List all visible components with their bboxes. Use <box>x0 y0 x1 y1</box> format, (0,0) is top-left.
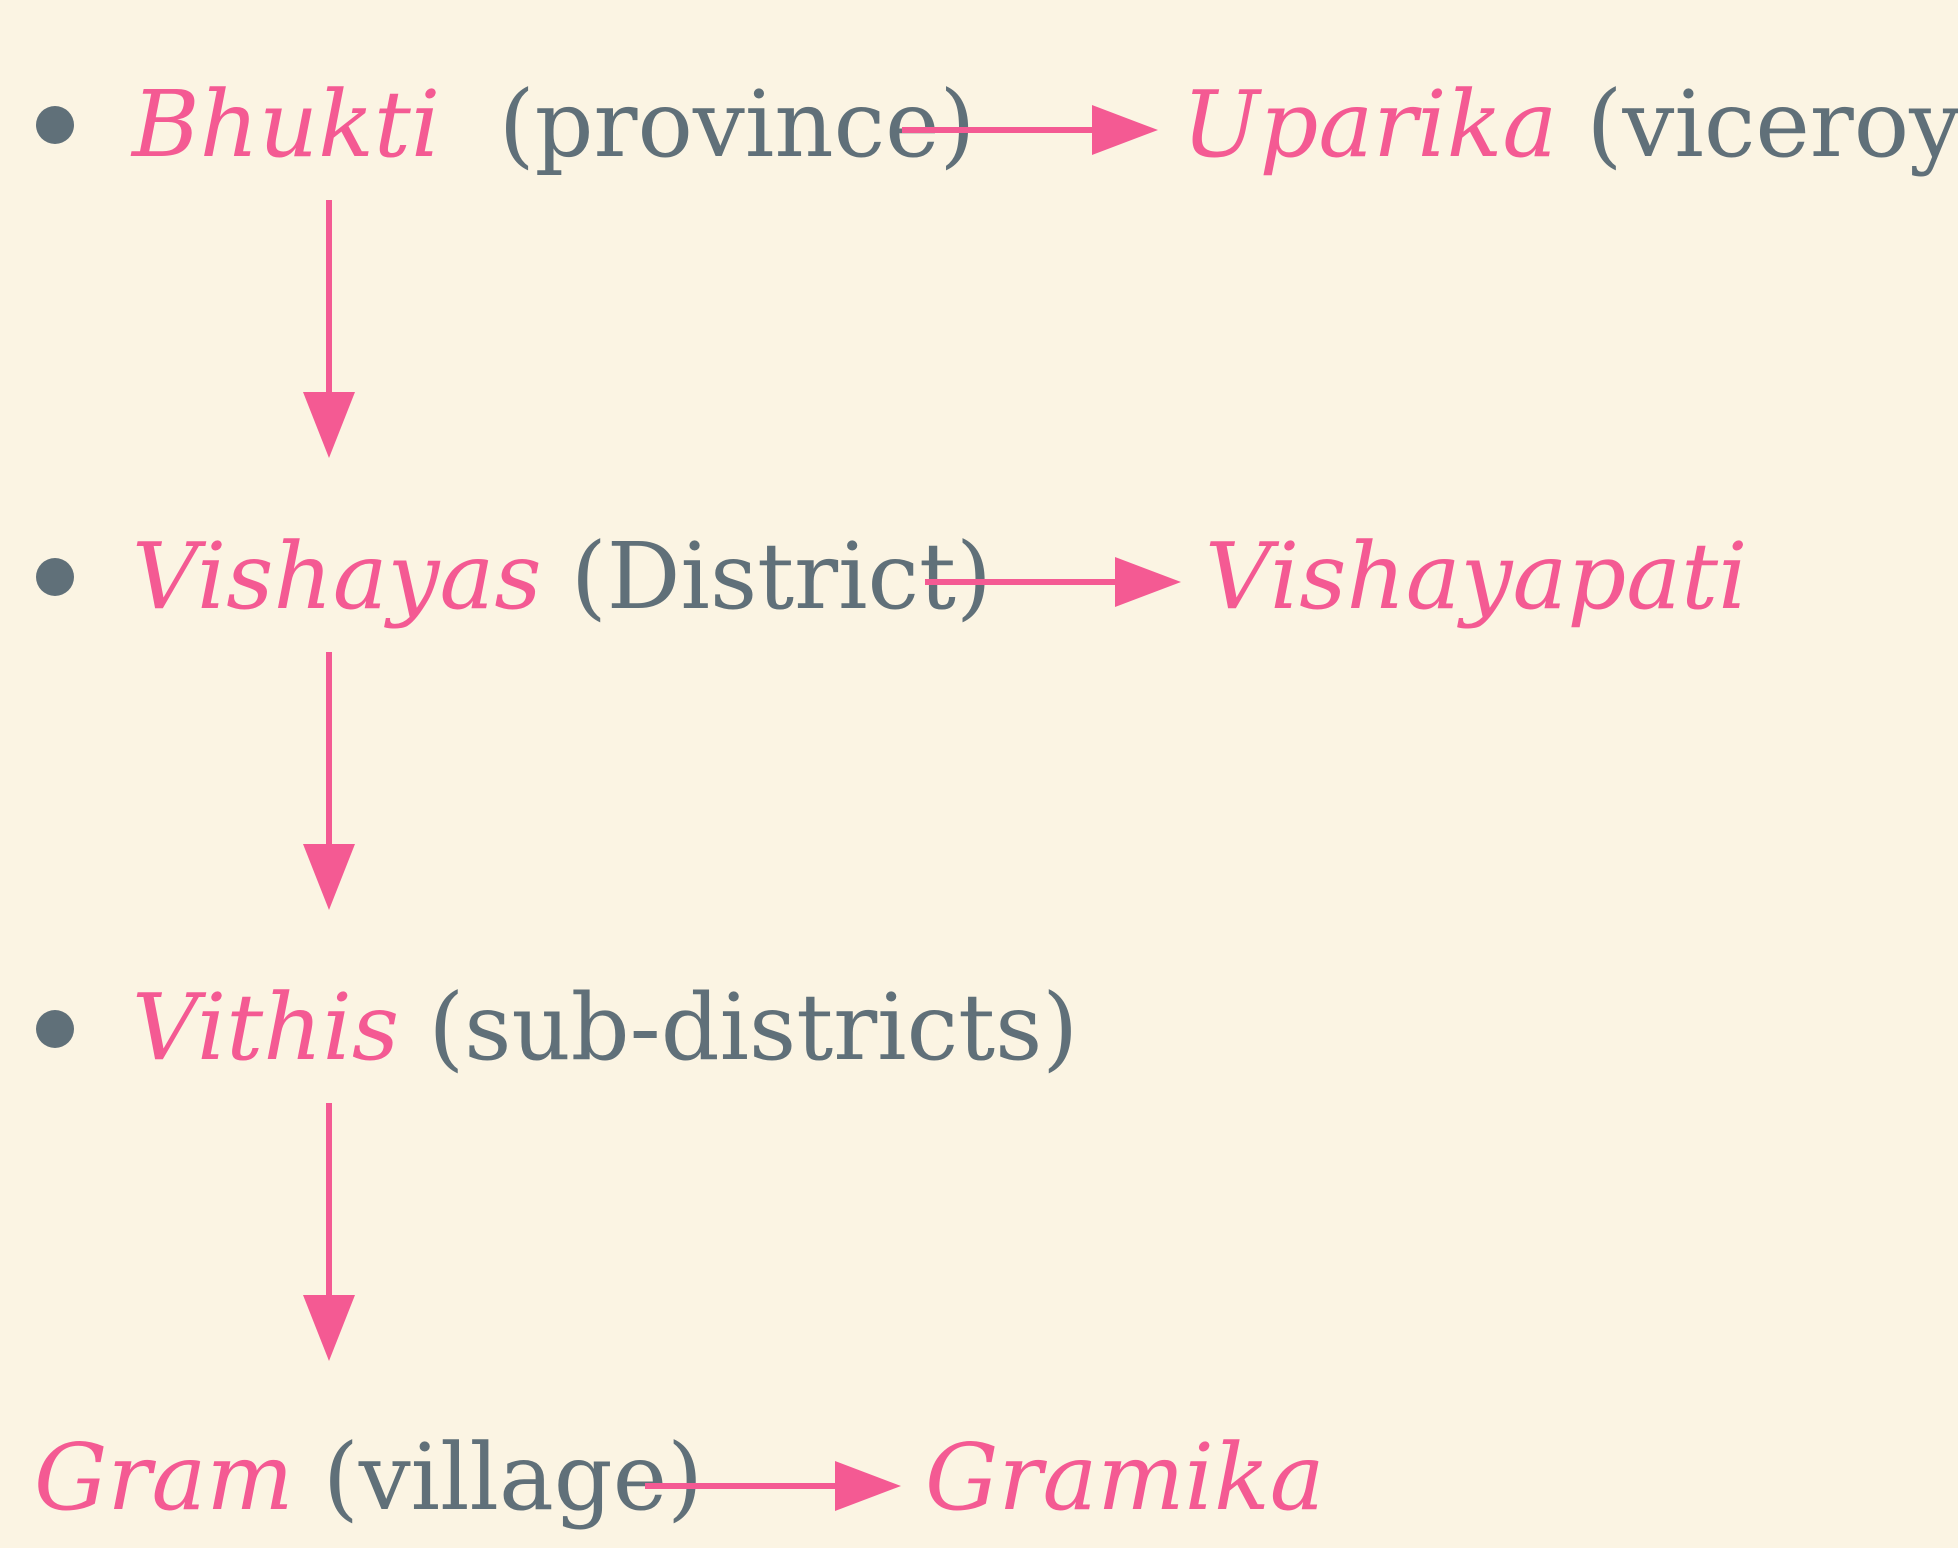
level-gloss: (village) <box>322 1424 704 1531</box>
level-term: Vishayas <box>132 523 542 630</box>
level-gloss: (province) <box>498 71 976 178</box>
right-arrow-icon <box>902 105 1158 155</box>
official-row-gramika: Gramika <box>925 1408 1325 1548</box>
level-term: Bhukti <box>132 71 441 178</box>
right-arrow-icon <box>925 557 1181 607</box>
level-row-vishayas: Vishayas (District) <box>132 507 992 647</box>
official-row-uparika: Uparika (viceroy) <box>1182 55 1958 195</box>
bullet-icon <box>36 558 74 596</box>
level-gloss: (District) <box>570 523 992 630</box>
level-term: Vithis <box>132 974 400 1081</box>
level-gloss: (sub-districts) <box>428 974 1079 1081</box>
official-term: Vishayapati <box>1205 523 1748 630</box>
down-arrow-icon <box>303 1103 355 1361</box>
level-row-gram: Gram (village) <box>34 1408 703 1548</box>
down-arrow-icon <box>303 652 355 910</box>
bullet-icon <box>36 1010 74 1048</box>
bullet-icon <box>36 106 74 144</box>
level-row-vithis: Vithis (sub-districts) <box>132 958 1078 1098</box>
official-gloss: (viceroy) <box>1586 71 1958 178</box>
right-arrow-icon <box>645 1461 901 1511</box>
official-term: Gramika <box>925 1424 1325 1531</box>
level-row-bhukti: Bhukti (province) <box>132 55 975 195</box>
official-term: Uparika <box>1182 71 1558 178</box>
down-arrow-icon <box>303 200 355 458</box>
level-term: Gram <box>34 1424 294 1531</box>
official-row-vishayapati: Vishayapati <box>1205 507 1748 647</box>
